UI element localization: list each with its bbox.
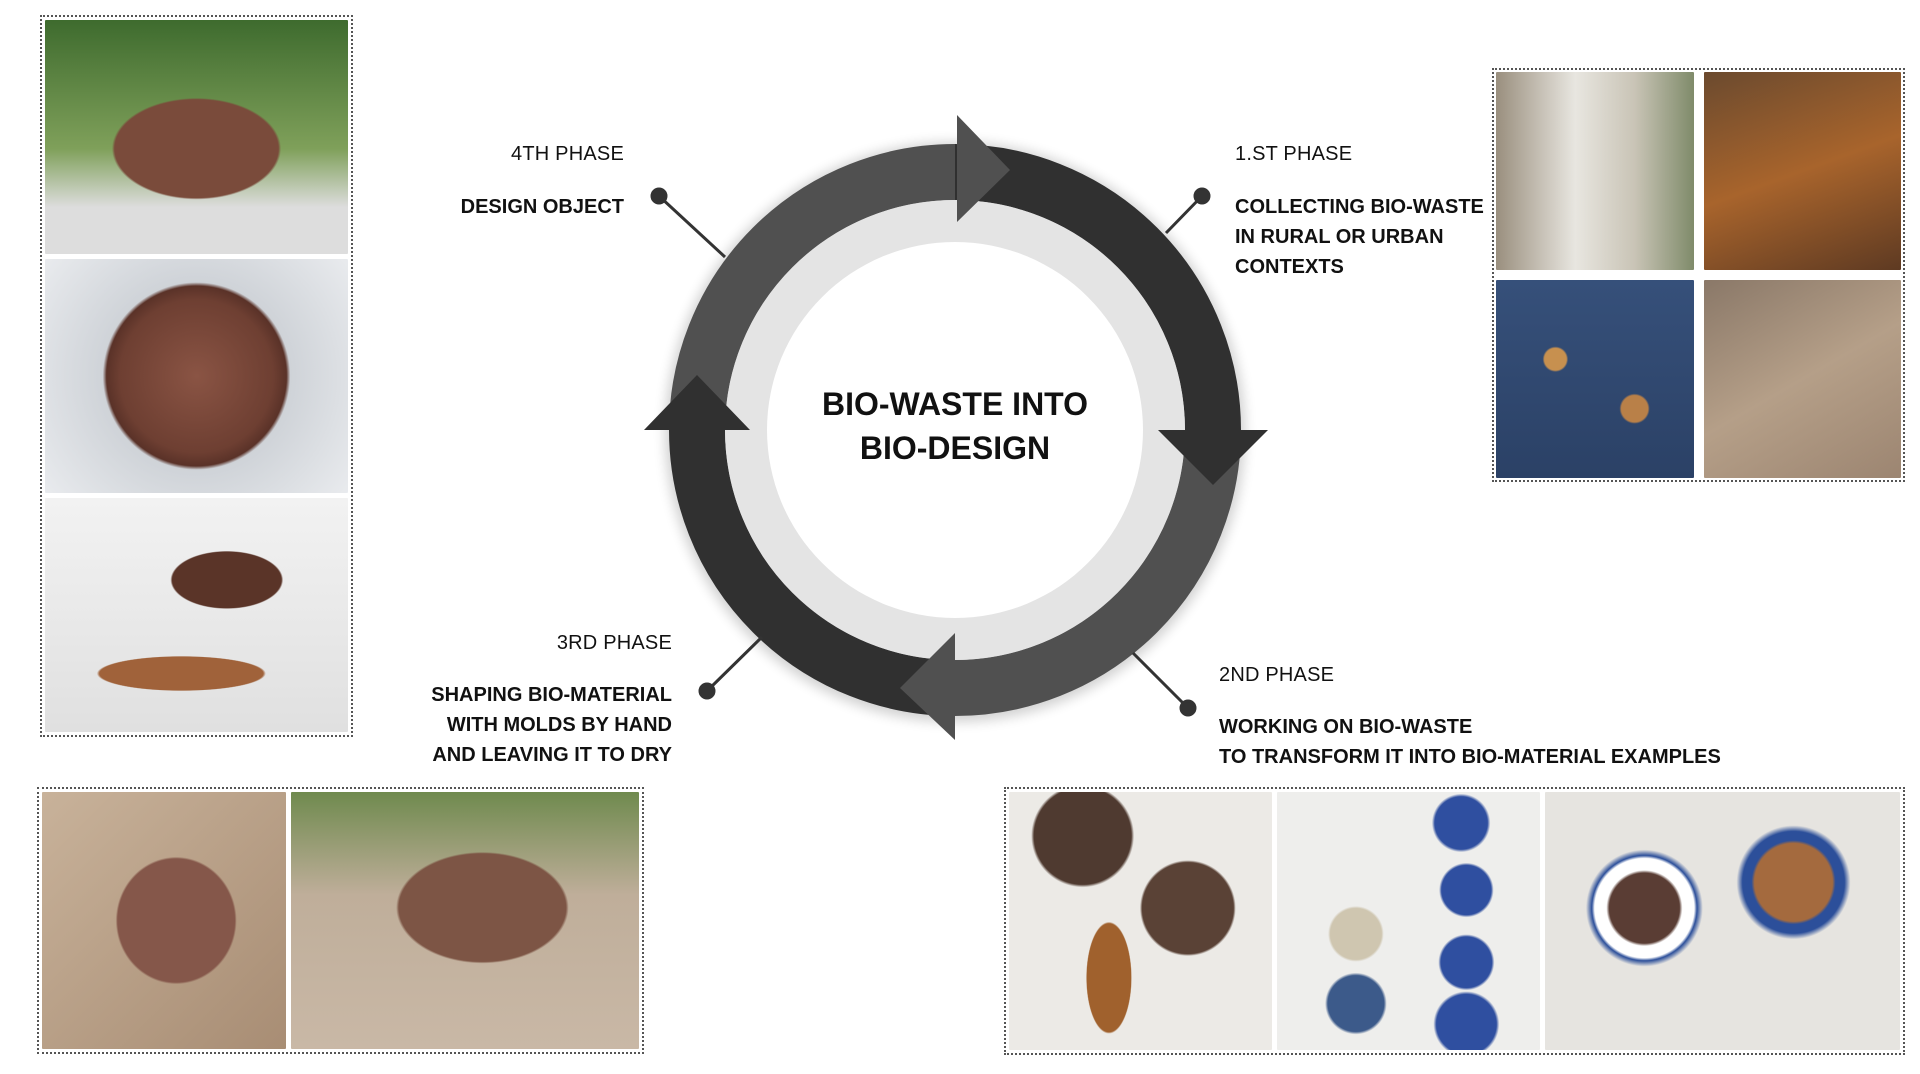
connector-dot-1st [1193, 187, 1211, 205]
center-disc [767, 242, 1143, 618]
photo-leaves-on-pavement [1703, 280, 1901, 478]
design-object-photos [40, 15, 353, 737]
connector-1st [1164, 194, 1204, 235]
diagram-title: BIO-WASTE INTO BIO-DESIGN [755, 382, 1155, 470]
bio-material-photos [1004, 787, 1905, 1055]
phase-4-description: DESIGN OBJECT [461, 192, 624, 222]
photo-bowl-garden [45, 20, 348, 254]
phase-3-label: 3RD PHASE [556, 632, 672, 654]
phase-4-line: DESIGN OBJECT [460, 196, 624, 218]
connector-dot-3rd [698, 682, 716, 700]
phase-3-line: AND LEAVING IT TO DRY [432, 744, 672, 766]
phase-4-label: 4TH PHASE [511, 143, 624, 165]
phase-2-line: TO TRANSFORM IT INTO BIO-MATERIAL EXAMPL… [1219, 746, 1721, 768]
ring-segment-1st [954, 144, 1241, 431]
title-line-2: BIO-DESIGN [859, 430, 1051, 466]
ring-segment-4th [669, 144, 956, 431]
arrow-head-bottom [900, 633, 955, 740]
photo-molding-bowl [290, 792, 639, 1049]
photo-leaf-pile [1703, 72, 1901, 270]
connector-4th [657, 194, 727, 259]
connector-dot-2nd [1179, 699, 1197, 717]
phase-1-label: 1.ST PHASE [1235, 143, 1353, 165]
photo-bio-material-discs [1009, 792, 1272, 1050]
connector-dot-4th [650, 187, 668, 205]
phase-3-line: WITH MOLDS BY HAND [446, 714, 672, 736]
phase-2-description: WORKING ON BIO-WASTE TO TRANSFORM IT INT… [1219, 712, 1721, 772]
phase-1-line: CONTEXTS [1235, 256, 1344, 278]
photo-bowls-with-material [1544, 792, 1900, 1050]
phase-1-line: IN RURAL OR URBAN [1235, 226, 1444, 248]
arrow-head-top [957, 115, 1010, 222]
phase-2-line: WORKING ON BIO-WASTE [1219, 716, 1473, 738]
arrow-head-left [644, 375, 750, 430]
ring-segment-2nd [954, 429, 1241, 716]
photo-bowl-in-hand [45, 498, 348, 732]
phase-2-label: 2ND PHASE [1219, 664, 1335, 686]
phase-3-line: SHAPING BIO-MATERIAL [431, 684, 672, 706]
arrow-head-right [1158, 430, 1268, 485]
title-line-1: BIO-WASTE INTO [821, 386, 1089, 422]
photo-bowl-top-view [45, 259, 348, 493]
photo-leaf-in-hand [1496, 72, 1694, 270]
collecting-photos [1492, 68, 1905, 482]
photo-shaping-disc [42, 792, 286, 1049]
phase-1-line: COLLECTING BIO-WASTE [1235, 196, 1484, 218]
ring-segment-3rd [669, 429, 956, 716]
photo-leaves-on-asphalt [1496, 280, 1694, 478]
phase-3-description: SHAPING BIO-MATERIAL WITH MOLDS BY HAND … [431, 680, 672, 770]
connector-2nd [1131, 651, 1190, 710]
phase-1-description: COLLECTING BIO-WASTE IN RURAL OR URBAN C… [1235, 192, 1484, 282]
connector-3rd [705, 635, 764, 693]
shaping-photos [37, 787, 644, 1054]
photo-colored-samples [1276, 792, 1540, 1050]
